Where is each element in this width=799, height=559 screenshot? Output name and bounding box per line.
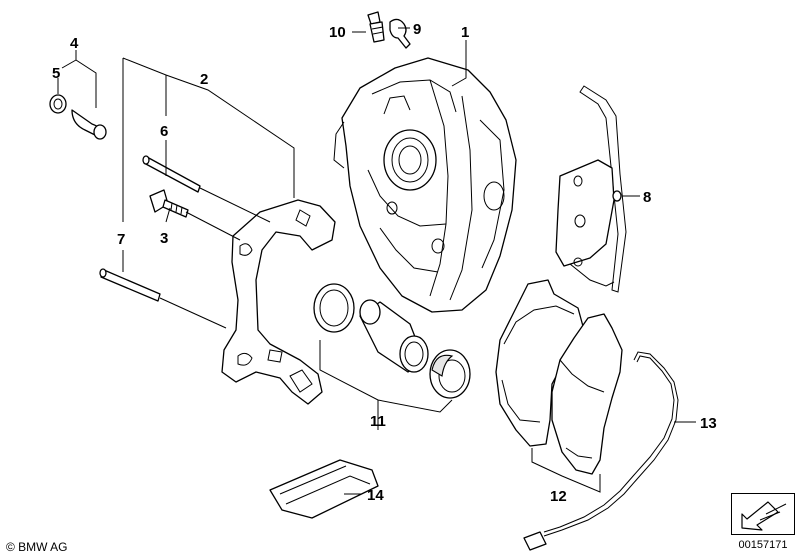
part-1-caliper <box>333 57 517 313</box>
document-number: 00157171 <box>738 539 788 551</box>
part-12-brake-pads <box>495 279 623 475</box>
callout-1: 1 <box>461 24 469 41</box>
arrow-down-left-icon <box>741 501 787 531</box>
part-10-bleed-valve <box>367 11 385 43</box>
callout-6: 6 <box>160 123 168 140</box>
part-11-piston-set <box>313 283 471 399</box>
part-6-guide-pin <box>142 155 201 193</box>
part-4-sleeve <box>71 109 107 140</box>
part-5-cap <box>49 94 67 114</box>
callout-13: 13 <box>700 415 717 432</box>
leader-lines <box>57 27 696 495</box>
callouts: 1 2 3 4 5 6 7 8 9 10 11 12 13 14 <box>52 21 717 505</box>
callout-4: 4 <box>70 35 79 52</box>
copyright-text: © BMW AG <box>6 540 68 554</box>
part-8-spring-clip <box>555 85 627 293</box>
part-13-wear-sensor <box>523 351 679 551</box>
callout-3: 3 <box>160 230 168 247</box>
part-9-bleed-cap <box>389 18 411 49</box>
nav-arrow-box[interactable] <box>731 493 795 535</box>
callout-12: 12 <box>550 488 567 505</box>
part-7-pin <box>99 268 161 302</box>
callout-14: 14 <box>367 487 384 504</box>
callout-8: 8 <box>643 189 651 206</box>
part-3-bolt <box>149 189 189 218</box>
callout-9: 9 <box>413 21 421 38</box>
callout-11: 11 <box>370 413 386 430</box>
callout-7: 7 <box>117 231 125 248</box>
part-2-carrier <box>221 199 336 405</box>
callout-2: 2 <box>200 71 208 88</box>
callout-5: 5 <box>52 65 60 82</box>
callout-10: 10 <box>329 24 346 41</box>
part-14-grease-packet <box>269 459 379 519</box>
